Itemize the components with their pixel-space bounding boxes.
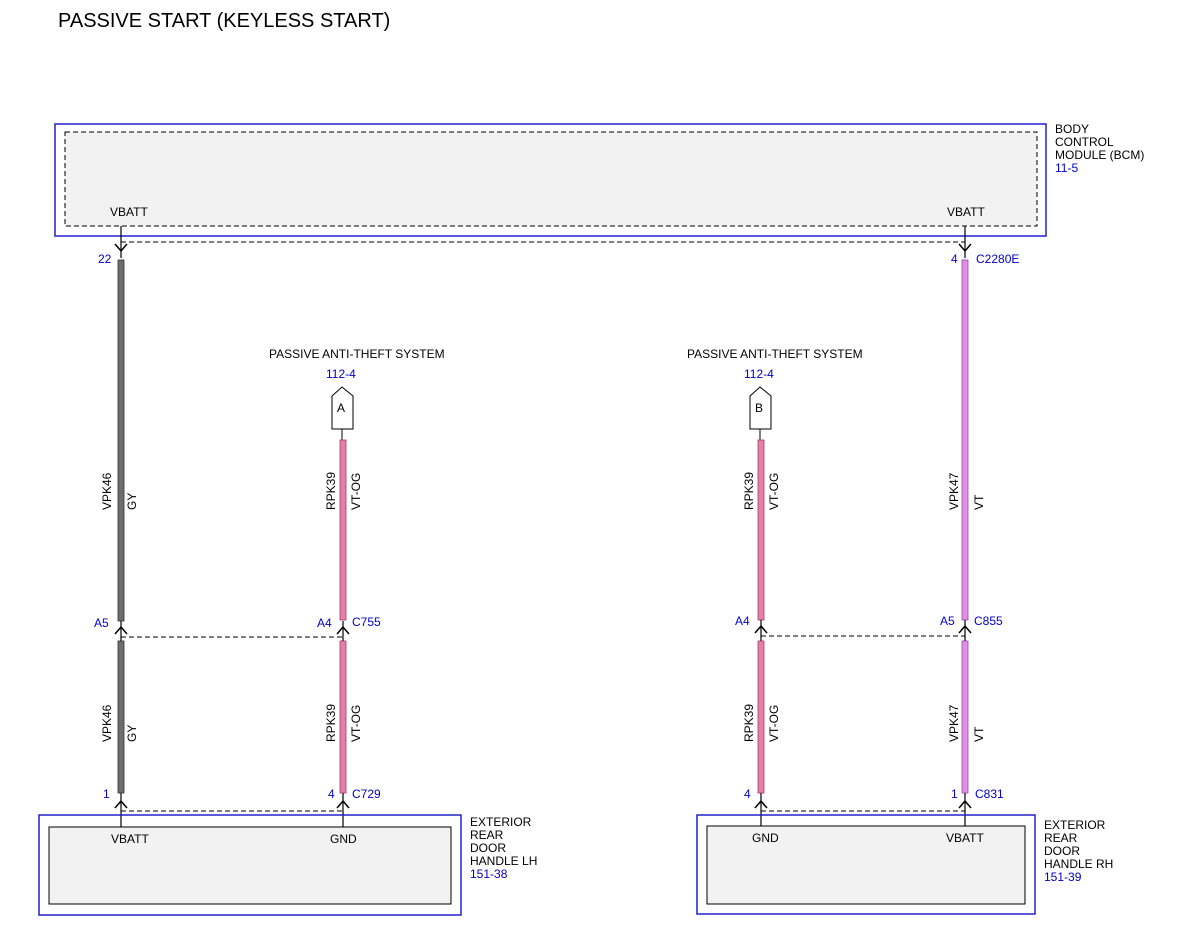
bcm-pin-right-number: 4 xyxy=(951,252,958,266)
handle-rh-body xyxy=(706,825,1026,905)
handle-rh-pin-left-marker xyxy=(754,793,768,826)
wire-3-lower-color: VT-OG xyxy=(767,705,781,742)
handle-rh-name-line-2: REAR xyxy=(1044,831,1078,845)
bcm-pin-right-label: VBATT xyxy=(947,205,985,219)
wire-2-upper[interactable] xyxy=(339,439,347,621)
wire-2-upper-color: VT-OG xyxy=(349,473,363,510)
handle-rh-pin-left-number: 4 xyxy=(744,787,751,801)
wire-1-upper[interactable] xyxy=(117,259,125,622)
wire-4-upper-color: VT xyxy=(972,494,986,510)
bcm-body xyxy=(64,131,1038,227)
handle-lh-frame xyxy=(38,814,462,916)
c855-pin-left-marker xyxy=(754,620,768,641)
bcm-module[interactable]: VBATT VBATT xyxy=(54,123,1047,237)
handle-rh-name-line-3: DOOR xyxy=(1044,844,1080,858)
bcm-ref-link[interactable]: 11-5 xyxy=(1055,161,1078,175)
wire-1-lower-color: GY xyxy=(125,725,139,742)
c855-pin-1: A4 xyxy=(735,614,750,628)
wire-2-upper-circuit: RPK39 xyxy=(324,472,338,510)
wire-4-lower-color: VT xyxy=(972,726,986,742)
bcm-name-line-3: MODULE (BCM) xyxy=(1055,148,1144,162)
handle-lh-pin-left-label: VBATT xyxy=(111,832,149,846)
handle-lh-name-line-2: REAR xyxy=(470,828,504,842)
wire-2-lower-color: VT-OG xyxy=(349,705,363,742)
pats-a-connector[interactable] xyxy=(331,386,354,440)
c755-pin-left-marker xyxy=(114,621,128,641)
handle-lh-body xyxy=(48,826,452,905)
c755-pin-1: A5 xyxy=(94,616,109,630)
handle-lh-name-line-4: HANDLE LH xyxy=(470,854,537,868)
handle-lh-pin-right-label: GND xyxy=(330,832,357,846)
wire-2-lower[interactable] xyxy=(339,640,347,794)
handle-rh-connector-name[interactable]: C831 xyxy=(975,787,1004,801)
pats-a-ref-link[interactable]: 112-4 xyxy=(326,367,356,381)
c755-connector-name[interactable]: C755 xyxy=(352,615,381,629)
handle-lh-pin-right-number: 4 xyxy=(328,787,335,801)
page-title: PASSIVE START (KEYLESS START) xyxy=(58,10,390,32)
wire-4-upper[interactable] xyxy=(961,259,969,621)
handle-rh-frame xyxy=(696,814,1036,915)
pats-b-connector[interactable] xyxy=(749,386,772,440)
c855-pin-2: A5 xyxy=(940,614,955,628)
handle-rh-pin-left-label: GND xyxy=(752,831,779,845)
pats-b-title: PASSIVE ANTI-THEFT SYSTEM xyxy=(687,347,863,361)
wire-1-lower[interactable] xyxy=(117,640,125,794)
c855-connector-name[interactable]: C855 xyxy=(974,614,1003,628)
pats-b-ref-link[interactable]: 112-4 xyxy=(744,367,774,381)
wire-3-upper-color: VT-OG xyxy=(767,473,781,510)
wire-4-lower-circuit: VPK47 xyxy=(947,704,961,742)
c755-pin-2: A4 xyxy=(317,616,332,630)
bcm-pin-left-label: VBATT xyxy=(110,205,148,219)
handle-lh-name-line-3: DOOR xyxy=(470,841,506,855)
bcm-pin-left-marker xyxy=(114,226,128,258)
handle-lh-ref-link[interactable]: 151-38 xyxy=(470,867,508,881)
pats-a-letter: A xyxy=(337,401,345,415)
handle-lh-pin-right-marker xyxy=(336,793,350,827)
wire-4-lower[interactable] xyxy=(961,640,969,794)
wire-1-upper-circuit: VPK46 xyxy=(100,472,114,510)
wire-1-upper-color: GY xyxy=(125,493,139,510)
wire-3-lower-circuit: RPK39 xyxy=(742,704,756,742)
wire-2-lower-circuit: RPK39 xyxy=(324,704,338,742)
handle-rh-name-line-1: EXTERIOR xyxy=(1044,818,1106,832)
pats-a-title: PASSIVE ANTI-THEFT SYSTEM xyxy=(269,347,445,361)
bcm-pin-left-number: 22 xyxy=(98,252,112,266)
handle-rh-pin-right-marker xyxy=(958,793,972,826)
wire-1-lower-circuit: VPK46 xyxy=(100,704,114,742)
handle-rh-pin-right-number: 1 xyxy=(951,787,958,801)
handle-lh-pin-left-marker xyxy=(114,793,128,827)
bcm-connector-name[interactable]: C2280E xyxy=(976,252,1019,266)
wire-3-lower[interactable] xyxy=(757,640,765,794)
wire-3-upper[interactable] xyxy=(757,439,765,621)
handle-rh-ref-link[interactable]: 151-39 xyxy=(1044,870,1082,884)
handle-rh-pin-right-label: VBATT xyxy=(946,831,984,845)
handle-rh-module[interactable]: GND VBATT xyxy=(696,814,1036,915)
bcm-pin-right-marker xyxy=(958,226,972,258)
c855-pin-right-marker xyxy=(958,620,972,641)
handle-lh-connector-name[interactable]: C729 xyxy=(352,787,381,801)
bcm-frame xyxy=(54,123,1047,237)
bcm-name-line-1: BODY xyxy=(1055,122,1089,136)
bcm-name-line-2: CONTROL xyxy=(1055,135,1114,149)
pats-b-letter: B xyxy=(755,401,763,415)
handle-lh-module[interactable]: VBATT GND xyxy=(38,814,462,916)
c755-pin-right-marker xyxy=(336,621,350,641)
wire-3-upper-circuit: RPK39 xyxy=(742,472,756,510)
handle-rh-name-line-4: HANDLE RH xyxy=(1044,857,1113,871)
handle-lh-name-line-1: EXTERIOR xyxy=(470,815,532,829)
wire-4-upper-circuit: VPK47 xyxy=(947,472,961,510)
handle-lh-pin-left-number: 1 xyxy=(103,787,110,801)
